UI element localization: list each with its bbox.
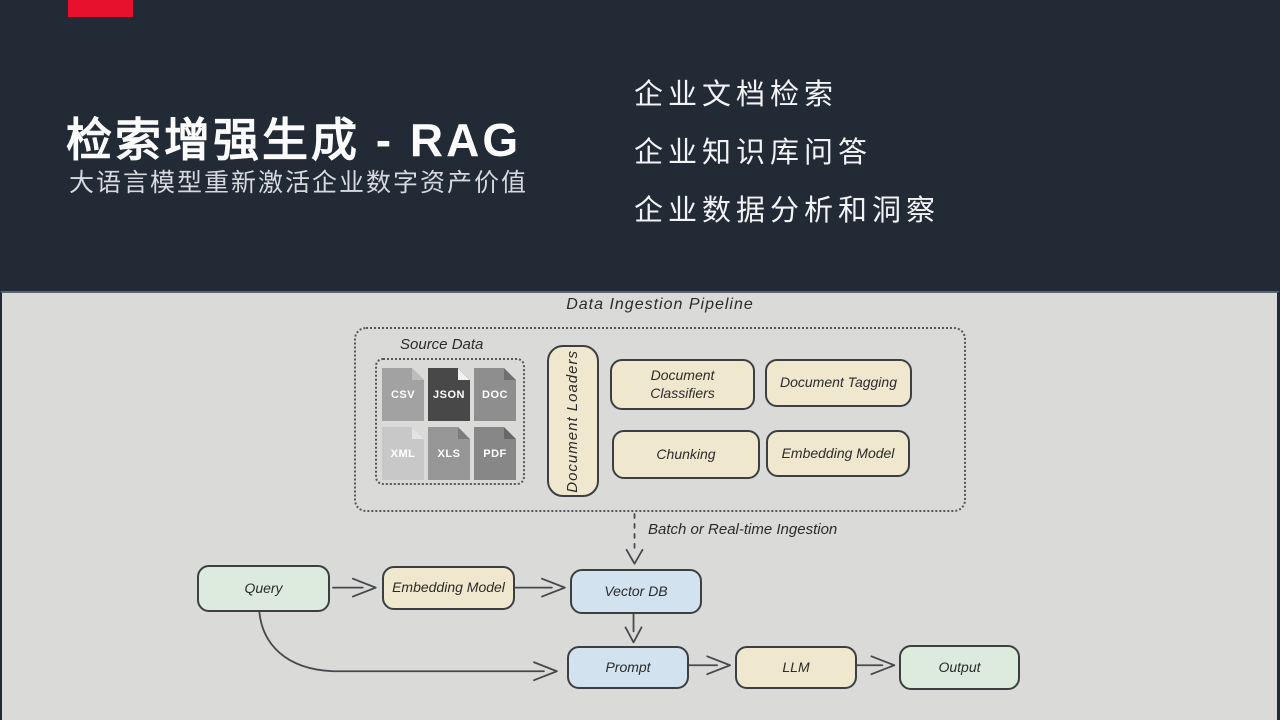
xls-file-icon: XLS <box>428 427 470 480</box>
document-classifiers-node: Document Classifiers <box>610 359 755 410</box>
output-node: Output <box>899 645 1020 690</box>
chunking-node: Chunking <box>612 430 760 479</box>
json-file-icon: JSON <box>428 368 470 421</box>
diagram-canvas: Data Ingestion Pipeline Source Data CSV … <box>0 291 1280 720</box>
ingestion-label: Batch or Real-time Ingestion <box>648 521 838 538</box>
pdf-file-icon: PDF <box>474 427 516 480</box>
doc-file-icon: DOC <box>474 368 516 421</box>
pipeline-boundary <box>354 327 966 512</box>
connector-arrows <box>258 513 896 682</box>
csv-file-icon: CSV <box>382 368 424 421</box>
embedding-model-node: Embedding Model <box>382 566 515 610</box>
document-loaders-label: Document Loaders <box>563 349 581 493</box>
use-case-item: 企业知识库问答 <box>634 137 873 169</box>
use-case-list: 企业文档检索 企业知识库问答 企业数据分析和洞察 <box>634 66 940 240</box>
page-title: 检索增强生成 - RAG <box>66 114 522 166</box>
llm-node: LLM <box>735 646 857 689</box>
query-node: Query <box>197 565 330 612</box>
prompt-node: Prompt <box>567 646 689 689</box>
pipeline-title: Data Ingestion Pipeline <box>566 296 754 313</box>
vector-db-node: Vector DB <box>570 569 702 614</box>
source-data-label: Source Data <box>400 336 484 353</box>
page-subtitle: 大语言模型重新激活企业数字资产价值 <box>69 169 529 197</box>
document-loaders-node: Document Loaders <box>547 345 599 497</box>
embedding-model-stage-node: Embedding Model <box>766 430 910 477</box>
header: 检索增强生成 - RAG 大语言模型重新激活企业数字资产价值 企业文档检索 企业… <box>0 0 1280 291</box>
use-case-item: 企业数据分析和洞察 <box>634 195 941 227</box>
xml-file-icon: XML <box>382 427 424 480</box>
source-data-boundary <box>375 358 525 485</box>
accent-bar <box>68 0 133 17</box>
document-tagging-node: Document Tagging <box>765 359 912 407</box>
use-case-item: 企业文档检索 <box>634 79 839 111</box>
